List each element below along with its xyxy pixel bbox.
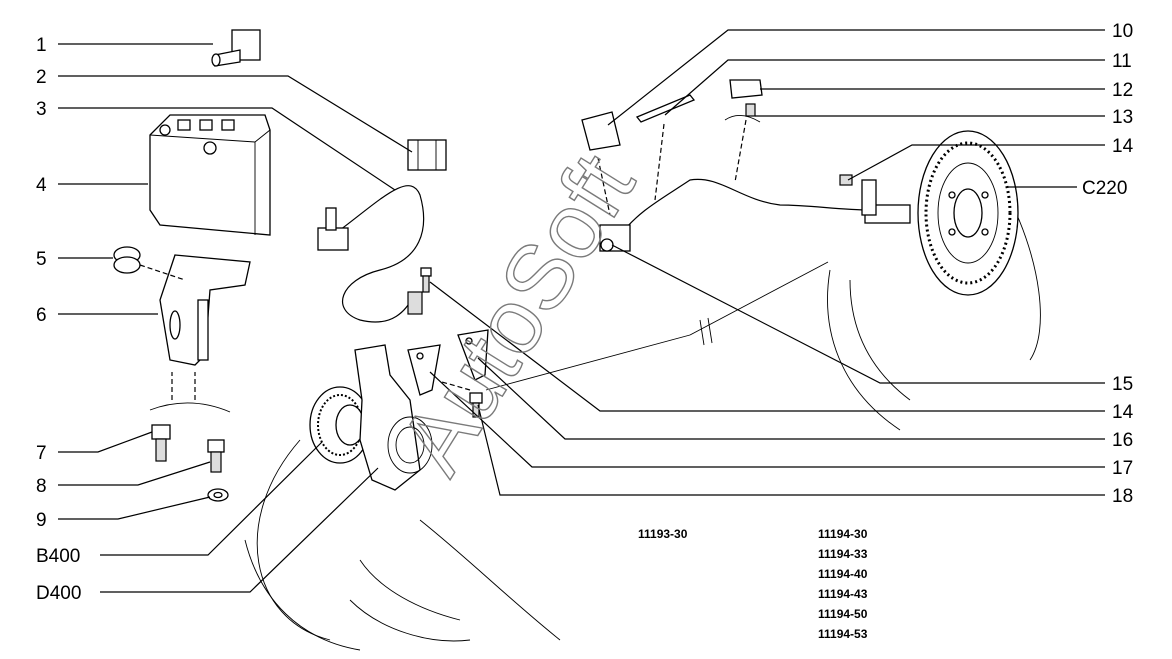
left-leaders	[58, 43, 413, 593]
break-line	[485, 334, 691, 391]
callout-b400: B400	[36, 546, 80, 567]
bolt-7	[151, 424, 171, 462]
code-right-3: 11194-40	[818, 567, 868, 581]
callout-11: 11	[1112, 51, 1132, 72]
sensor-bracket-17	[407, 344, 441, 396]
code-right-4: 11194-43	[818, 587, 868, 601]
sensor-clip	[211, 29, 261, 67]
callout-1: 1	[36, 35, 47, 56]
callout-14-top: 14	[1112, 136, 1134, 157]
assembly-arrow	[441, 381, 471, 391]
callout-d400: D400	[36, 583, 81, 604]
model-codes: 11193-30 11194-30 11194-33 11194-40 1119…	[638, 527, 868, 641]
callout-12: 12	[1112, 80, 1133, 101]
sensor-bracket-16	[457, 329, 489, 381]
callout-8: 8	[36, 476, 47, 497]
callout-13: 13	[1112, 107, 1133, 128]
right-callouts: 10 11 12 13 14 C220 15 14 16 17 18	[1082, 21, 1134, 507]
callout-6: 6	[36, 305, 47, 326]
callout-10: 10	[1112, 21, 1133, 42]
right-leaders	[429, 29, 1105, 496]
callout-7: 7	[36, 443, 47, 464]
callout-4: 4	[36, 175, 47, 196]
assembly-arrow	[597, 157, 611, 216]
tire-outline-left	[244, 439, 561, 651]
code-left: 11193-30	[638, 527, 688, 541]
front-wheel-speed-sensor	[317, 139, 447, 323]
bolt-14-front	[420, 267, 432, 293]
callout-9: 9	[36, 510, 47, 531]
steering-knuckle	[354, 344, 433, 491]
assembly-arc	[149, 402, 231, 413]
bolt-18	[469, 392, 483, 418]
tire-outline-right	[827, 199, 1041, 431]
assembly-arrow	[654, 123, 665, 201]
break-line	[689, 261, 829, 336]
washer-9	[207, 488, 229, 502]
rubber-grommet	[113, 246, 141, 274]
callout-3: 3	[36, 99, 47, 120]
break-mark	[699, 317, 713, 346]
abs-modulator-unit	[149, 114, 271, 236]
wheel-hub-bearing	[309, 386, 371, 464]
callout-17: 17	[1112, 458, 1133, 479]
callout-14-bottom: 14	[1112, 402, 1134, 423]
modulator-bracket	[159, 254, 251, 366]
callout-16: 16	[1112, 430, 1133, 451]
code-right-6: 11194-53	[818, 627, 868, 641]
code-right-2: 11194-33	[818, 547, 868, 561]
code-right-5: 11194-50	[818, 607, 868, 621]
abs-tone-ring-disc	[917, 130, 1019, 296]
callout-5: 5	[36, 249, 47, 270]
code-right-1: 11194-30	[818, 527, 868, 541]
callout-15: 15	[1112, 374, 1133, 395]
assembly-arc	[724, 115, 761, 123]
callout-18: 18	[1112, 486, 1133, 507]
bolt-8	[207, 439, 225, 473]
callout-2: 2	[36, 67, 47, 88]
callout-c220: C220	[1082, 178, 1127, 199]
assembly-arrow	[734, 119, 747, 183]
left-callouts: 1 2 3 4 5 6 7 8 9 B400 D400	[36, 35, 81, 604]
